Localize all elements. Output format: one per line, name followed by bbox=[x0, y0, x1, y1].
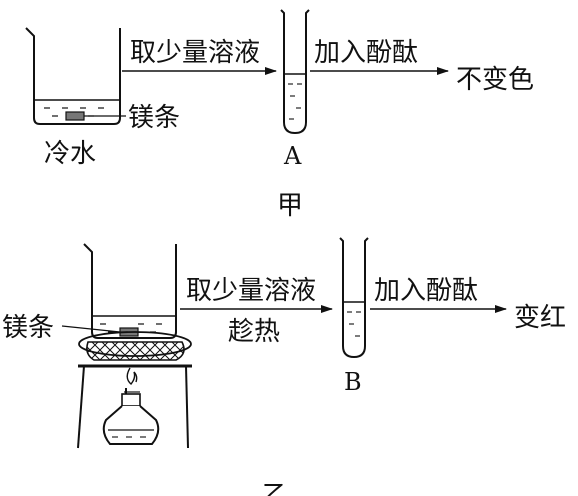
alcohol-lamp bbox=[102, 367, 160, 445]
result-label: 不变色 bbox=[456, 65, 534, 95]
step2-label: 加入酚酞 bbox=[314, 38, 418, 68]
step1-label-b: 取少量溶液 bbox=[186, 276, 316, 306]
caption-b: 乙 bbox=[262, 481, 288, 496]
tube-b-label: B bbox=[344, 368, 362, 396]
result-label-b: 变红 bbox=[514, 303, 566, 333]
panel-b: 镁条 取少量溶液 趁热 bbox=[2, 237, 566, 496]
test-tube-a bbox=[280, 9, 310, 135]
metal-label: 镁条 bbox=[128, 103, 180, 133]
metal-label-leader-b bbox=[61, 325, 121, 333]
step2-label-b: 加入酚酞 bbox=[374, 276, 478, 306]
step1-sublabel-b: 趁热 bbox=[228, 317, 280, 347]
tripod-stand bbox=[77, 364, 192, 449]
caption-a: 甲 bbox=[277, 191, 303, 221]
panel-a: 镁条 冷水 取少量溶液 A 加入酚酞 不变色 甲 bbox=[25, 9, 534, 221]
metal-label-b: 镁条 bbox=[2, 313, 54, 343]
beaker-cold-water bbox=[25, 27, 126, 125]
tube-a-label: A bbox=[283, 142, 302, 170]
water-label: 冷水 bbox=[44, 139, 96, 169]
step1-label: 取少量溶液 bbox=[130, 38, 260, 68]
test-tube-b bbox=[339, 237, 369, 359]
magnesium-ribbon bbox=[65, 111, 85, 121]
wire-gauze bbox=[78, 331, 192, 361]
beaker-heated bbox=[83, 243, 177, 339]
